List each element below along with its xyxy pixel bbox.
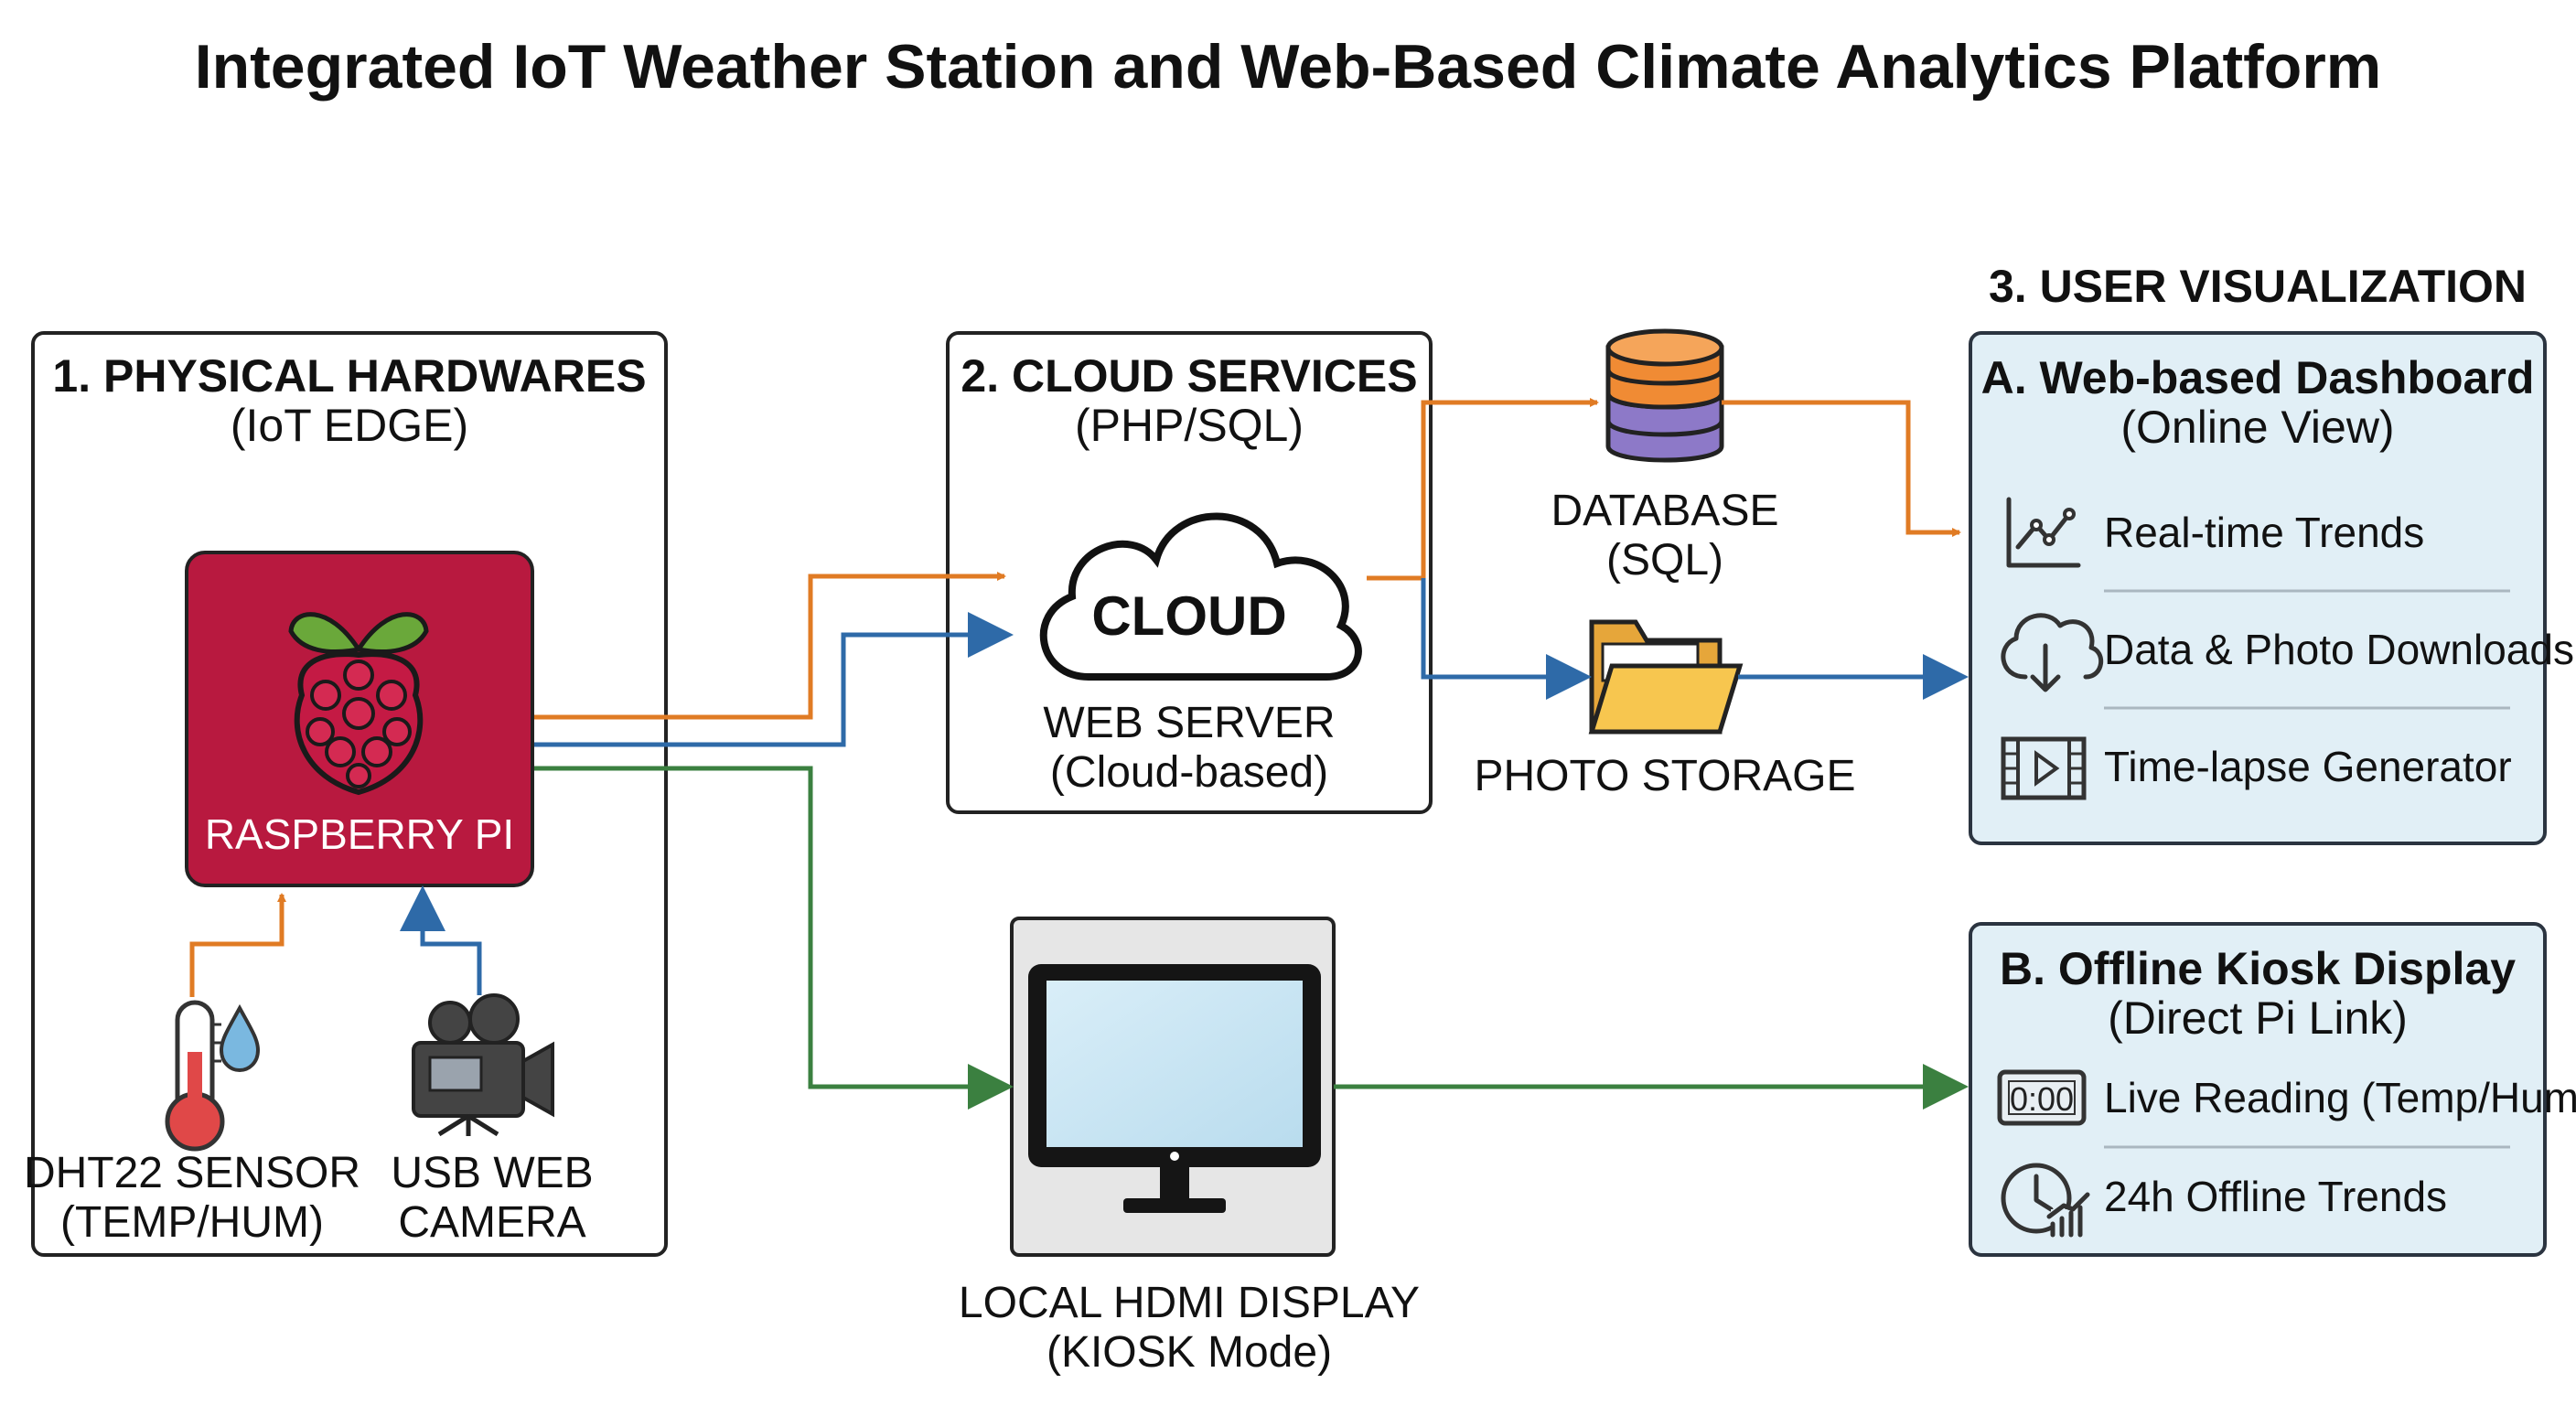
clock-chart-icon: [2001, 1163, 2090, 1238]
web-server-line1: WEB SERVER: [1043, 699, 1335, 747]
monitor-icon: [1028, 964, 1321, 1213]
web-dashboard-panel: A. Web-based Dashboard (Online View) Rea…: [1969, 331, 2574, 845]
connections: [534, 398, 1969, 1110]
camera-to-pi-arrow: [400, 885, 482, 995]
web-dashboard-box: [1969, 331, 2547, 845]
thermometer-icon: [165, 1000, 225, 1152]
cloud-title: 2. CLOUD SERVICES: [961, 350, 1417, 402]
digital-clock-icon: [1997, 1069, 2087, 1126]
cloud-icon-text: CLOUD: [1091, 585, 1286, 647]
sensor-label-line1: DHT22 SENSOR: [24, 1149, 360, 1197]
feature-data-photo-downloads: Data & Photo Downloads: [2104, 626, 2574, 673]
feature-24h-offline-trends: 24h Offline Trends: [2104, 1173, 2447, 1220]
raspberry-pi-icon: [288, 612, 429, 796]
hdmi-display-line1: LOCAL HDMI DISPLAY: [959, 1279, 1420, 1327]
web-dashboard-title: A. Web-based Dashboard: [1981, 352, 2535, 403]
hdmi-display-line2: (KIOSK Mode): [1046, 1328, 1332, 1377]
offline-kiosk-title: B. Offline Kiosk Display: [2000, 943, 2516, 994]
video-camera-icon: [412, 993, 554, 1137]
pi-to-display-arrow: [534, 766, 1014, 1110]
page-title: Integrated IoT Weather Station and Web-B…: [195, 32, 2382, 102]
cloud-icon: [1039, 512, 1362, 681]
web-server-line2: (Cloud-based): [1050, 748, 1328, 797]
hardware-subtitle: (IoT EDGE): [231, 400, 468, 451]
cloud-section: 2. CLOUD SERVICES (PHP/SQL) CLOUD WEB SE…: [946, 331, 1433, 814]
cloud-subtitle: (PHP/SQL): [1075, 400, 1304, 451]
digital-clock-text: 0:00: [2010, 1080, 2074, 1118]
film-play-icon: [2001, 736, 2087, 800]
web-dashboard-subtitle: (Online View): [2120, 402, 2394, 453]
offline-kiosk-box: [1969, 922, 2547, 1257]
hardware-section: 1. PHYSICAL HARDWARES (IoT EDGE) RASPBER…: [24, 331, 668, 1257]
photo-storage-label: PHOTO STORAGE: [1475, 752, 1856, 800]
database-icon: [1605, 328, 1724, 463]
water-drop-icon: [219, 1003, 261, 1073]
feature-realtime-trends: Real-time Trends: [2104, 509, 2424, 556]
hardware-title: 1. PHYSICAL HARDWARES: [52, 350, 646, 402]
camera-label-line1: USB WEB: [391, 1149, 593, 1197]
camera-label-line2: CAMERA: [398, 1198, 585, 1247]
database-to-dashboard-arrow: [1722, 400, 1961, 537]
cloud-to-database-arrow: [1367, 398, 1599, 581]
visualization-heading: 3. USER VISUALIZATION: [1989, 261, 2527, 312]
offline-kiosk-panel: B. Offline Kiosk Display (Direct Pi Link…: [1969, 922, 2576, 1257]
hdmi-display-section: LOCAL HDMI DISPLAY (KIOSK Mode): [959, 917, 1420, 1377]
sensor-label-line2: (TEMP/HUM): [60, 1198, 324, 1247]
cloud-to-photo-storage-arrow: [1421, 578, 1592, 700]
database-label-line2: (SQL): [1606, 536, 1723, 585]
feature-live-reading: Live Reading (Temp/Hum): [2104, 1074, 2576, 1121]
pi-to-cloud-data-arrow: [534, 572, 1006, 720]
folder-icon: [1588, 619, 1744, 735]
raspberry-pi-label: RASPBERRY PI: [205, 810, 514, 858]
pi-to-cloud-photo-arrow: [534, 612, 1014, 747]
database-label-line1: DATABASE: [1551, 487, 1779, 535]
cloud-download-icon: [2001, 613, 2104, 692]
line-chart-icon: [2006, 497, 2081, 568]
sensor-to-pi-arrow: [189, 893, 286, 997]
offline-kiosk-subtitle: (Direct Pi Link): [2108, 992, 2408, 1044]
feature-timelapse-generator: Time-lapse Generator: [2104, 743, 2512, 790]
